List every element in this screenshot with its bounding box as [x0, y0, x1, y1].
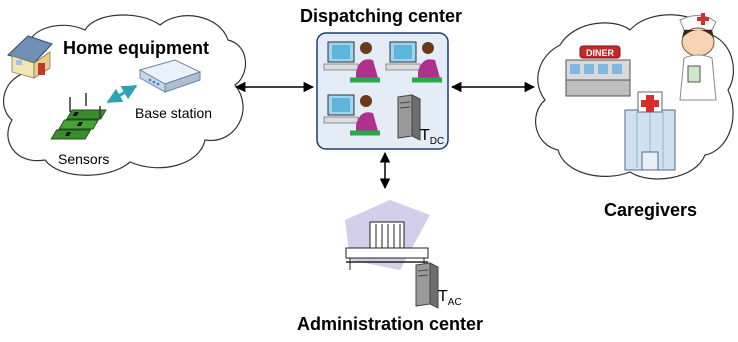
server-tower-icon [397, 94, 421, 141]
operator-workstation-icon [323, 94, 380, 136]
diner-icon: DINER [565, 45, 631, 97]
sensors-label: Sensors [58, 151, 110, 167]
caregivers-title: Caregivers [604, 200, 698, 220]
dc-server-label-sub: DC [429, 136, 445, 147]
home-equipment-title: Home equipment [63, 38, 210, 58]
office-building-icon [345, 200, 430, 270]
house-icon [7, 35, 53, 79]
server-tower-icon [415, 262, 439, 309]
ac-server-label: TAC [438, 288, 462, 308]
ac-server-label-sub: AC [447, 297, 462, 308]
ac-server-label-main: T [438, 288, 448, 305]
operator-workstation-icon [385, 41, 442, 83]
sensor-link-arrow [106, 84, 138, 104]
administration-center-title: Administration center [297, 314, 484, 334]
operator-workstation-icon [323, 41, 380, 83]
base-station-label: Base station [135, 105, 213, 121]
dc-server-label-main: T [420, 127, 430, 144]
diner-sign-text: DINER [586, 48, 615, 58]
nurse-icon [679, 13, 717, 101]
router-icon [138, 59, 202, 93]
sensor-boards-icon [50, 93, 107, 140]
dispatching-center-title: Dispatching center [300, 6, 463, 26]
dc-server-label: TDC [420, 127, 444, 147]
hospital-icon [624, 91, 676, 171]
